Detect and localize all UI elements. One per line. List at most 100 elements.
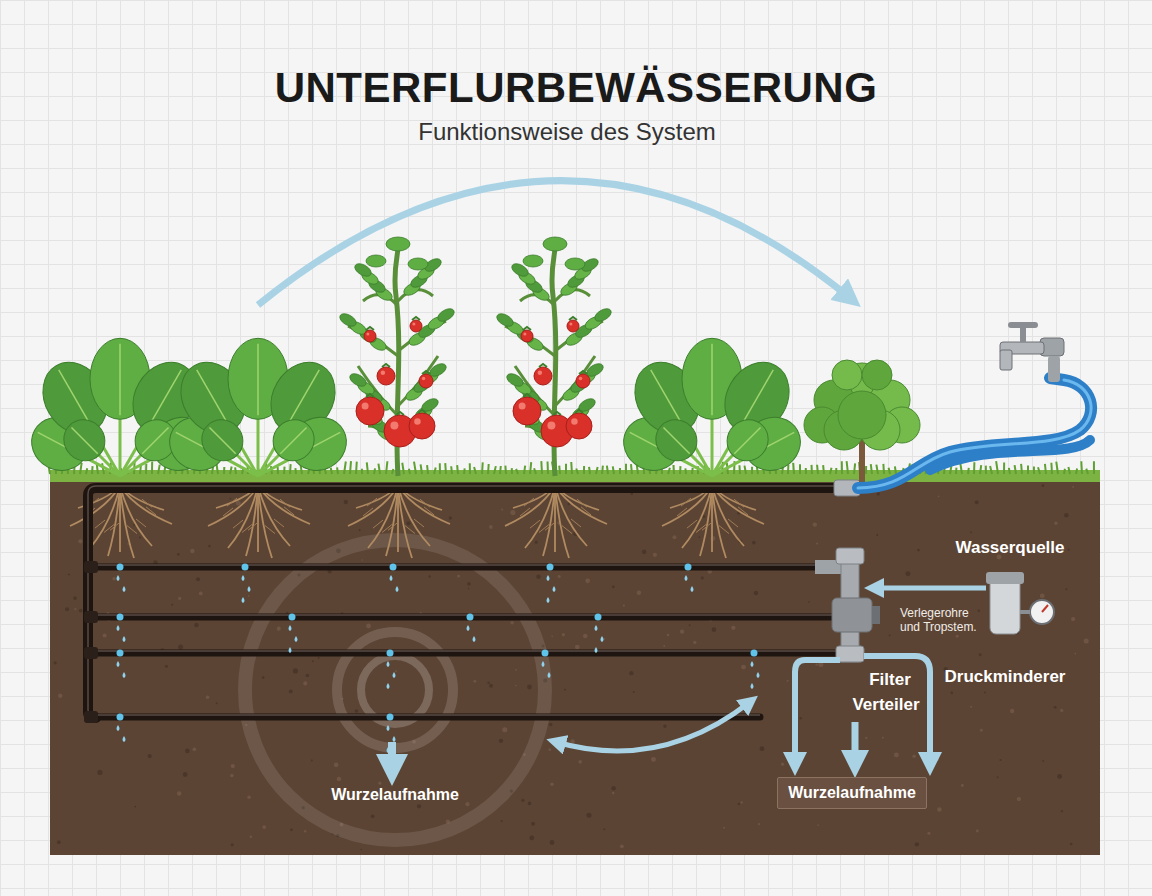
grass-blade xyxy=(596,467,598,474)
grass-blade xyxy=(570,462,573,474)
tomato-highlight xyxy=(390,421,398,429)
root xyxy=(577,499,587,507)
emitter xyxy=(467,614,474,621)
soil-speckle xyxy=(177,553,180,556)
soil-speckle xyxy=(277,627,281,631)
water-tap xyxy=(858,322,1091,488)
soil-speckle xyxy=(1017,797,1021,801)
tomato xyxy=(566,413,592,439)
soil-speckle xyxy=(612,585,615,588)
tomato-plant xyxy=(495,237,614,476)
tomato-stalk xyxy=(553,412,561,415)
gauge-needle xyxy=(1042,605,1048,612)
root xyxy=(734,499,744,507)
soil-speckle xyxy=(290,828,293,831)
circulation-arrow xyxy=(556,702,750,751)
leaf-stem xyxy=(119,415,122,476)
grass-blade xyxy=(576,468,578,474)
pipe-joint xyxy=(84,711,98,723)
leaf-vein xyxy=(651,370,684,427)
soil-speckle xyxy=(58,694,62,698)
soil-speckle xyxy=(689,624,691,626)
soil-speckle xyxy=(510,621,514,625)
grass-blade xyxy=(289,464,292,474)
tap-handle xyxy=(1020,326,1026,342)
soil-speckle xyxy=(489,525,493,529)
grass-blade xyxy=(1093,461,1095,474)
soil-speckle xyxy=(979,653,982,656)
leaf-vein xyxy=(734,427,760,453)
grass-blade xyxy=(601,466,604,474)
emitter xyxy=(289,614,296,621)
soil-speckle xyxy=(68,574,70,576)
soil-speckle xyxy=(760,746,765,751)
leaf-vein xyxy=(142,427,168,453)
soil-speckle xyxy=(882,737,884,739)
grass-blade xyxy=(895,466,896,474)
water-drop xyxy=(117,725,120,731)
grass-blade xyxy=(511,468,513,474)
grass-blade xyxy=(816,465,819,474)
grass-blade xyxy=(955,468,957,474)
tap-handle xyxy=(1008,322,1038,328)
soil-speckle xyxy=(637,591,642,596)
soil-speckle xyxy=(337,777,342,782)
tomato xyxy=(567,320,579,332)
tomato-stalk xyxy=(579,371,587,374)
soil-speckle xyxy=(1071,617,1075,621)
root xyxy=(274,519,284,527)
soil-speckle xyxy=(912,755,915,758)
label-box: Wurzelaufnahme xyxy=(777,777,927,809)
grass-blade xyxy=(349,461,352,474)
soil-speckle xyxy=(199,591,203,595)
filter-cap xyxy=(986,572,1024,584)
pipe-joint xyxy=(84,611,98,623)
grass-blade xyxy=(386,461,387,474)
grass-blade xyxy=(830,468,832,474)
soil-speckle xyxy=(787,680,789,682)
soil-speckle xyxy=(502,727,507,732)
tomato-stalk xyxy=(412,317,420,320)
grass-blade xyxy=(361,469,363,474)
grass-blade xyxy=(444,463,447,474)
soil-speckle xyxy=(183,772,188,777)
flow-arrow xyxy=(258,181,986,770)
water-drop xyxy=(467,625,470,631)
grass-blade xyxy=(283,467,286,474)
grass-blade xyxy=(607,466,608,474)
soil-speckle xyxy=(1010,709,1014,713)
grass-blade xyxy=(217,464,218,474)
grass-blade xyxy=(668,468,670,474)
soil-speckle xyxy=(816,542,818,544)
water-drop xyxy=(393,736,396,742)
grass-blade xyxy=(835,468,837,474)
part-label: Druckminderer xyxy=(945,667,1066,687)
soil xyxy=(50,480,1100,855)
drip-pipe xyxy=(92,714,760,721)
grass-blade xyxy=(625,464,627,474)
soil-speckle xyxy=(877,492,880,495)
root xyxy=(728,519,738,527)
grass-blade xyxy=(1076,469,1077,474)
root xyxy=(120,486,152,546)
grass-blade xyxy=(841,461,843,474)
soil-speckle xyxy=(196,577,200,581)
soil-speckle xyxy=(758,823,760,825)
soil-speckle xyxy=(961,784,964,787)
leaf xyxy=(719,411,777,469)
leaf xyxy=(647,411,726,490)
soil-speckle xyxy=(754,591,758,595)
grass-blade xyxy=(158,465,160,474)
root xyxy=(110,522,120,530)
soil-speckle xyxy=(1054,522,1057,525)
water-drop xyxy=(289,647,292,653)
soil-speckle xyxy=(359,529,361,531)
grass-blade xyxy=(631,464,632,474)
grass-blade xyxy=(871,464,872,474)
grass-blade xyxy=(409,469,410,474)
grass-blade xyxy=(463,468,466,474)
soil-speckle xyxy=(489,684,493,688)
leaf-stem xyxy=(120,454,142,476)
water-drop xyxy=(295,636,298,642)
grass-blade xyxy=(960,464,962,474)
